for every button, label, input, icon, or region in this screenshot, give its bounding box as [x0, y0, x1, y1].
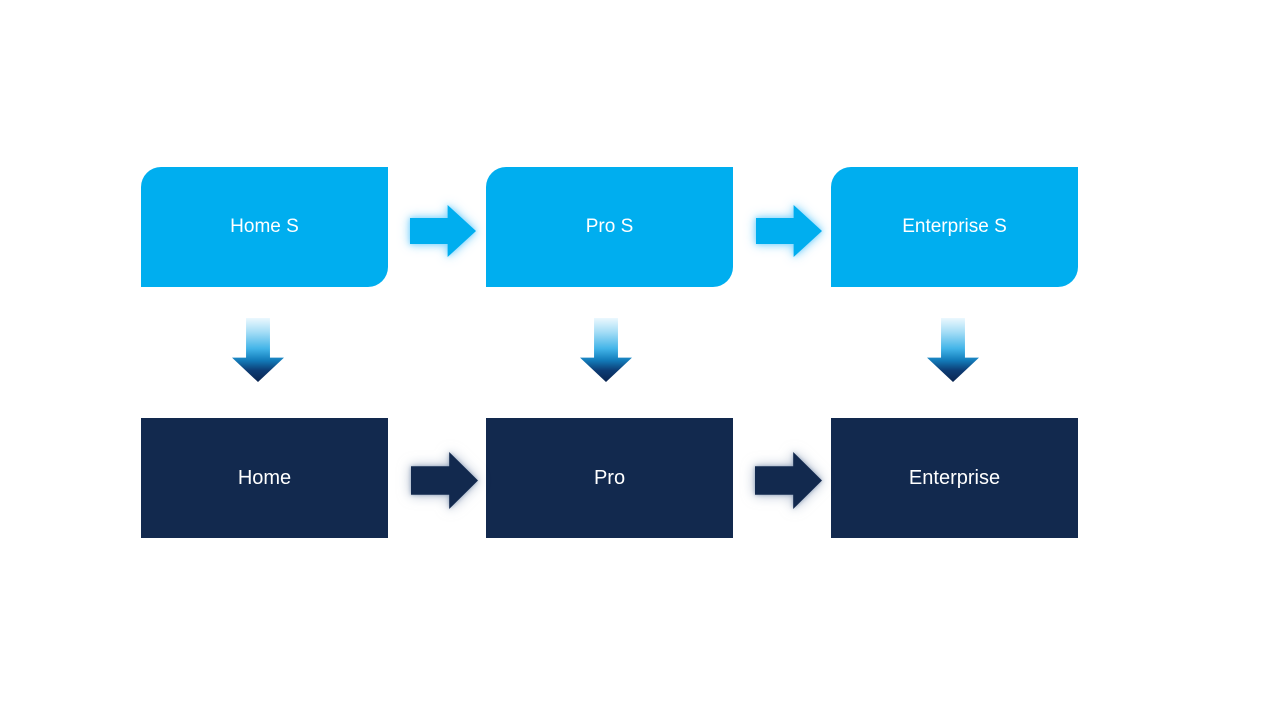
- down-arrow-icon-2: [580, 318, 632, 382]
- right-arrow-icon-top-2: [756, 205, 822, 257]
- top-box-pro-s-label: Pro S: [585, 216, 634, 237]
- bottom-box-pro-label: Pro: [593, 466, 626, 489]
- right-arrow-shape: [410, 205, 476, 257]
- bottom-box-home-label: Home: [237, 466, 292, 489]
- right-arrow-shape: [755, 452, 822, 509]
- right-arrow-shape: [756, 205, 822, 257]
- top-box-pro-s: Pro S: [486, 167, 733, 287]
- right-arrow-icon-bottom-2: [755, 452, 822, 509]
- bottom-box-pro: Pro: [486, 418, 733, 538]
- right-arrow-icon-top-1: [410, 205, 476, 257]
- right-arrow-icon-bottom-1: [411, 452, 478, 509]
- down-arrow-icon-3: [927, 318, 979, 382]
- top-box-home-s: Home S: [141, 167, 388, 287]
- bottom-box-enterprise-label: Enterprise: [908, 466, 1001, 489]
- top-box-enterprise-s: Enterprise S: [831, 167, 1078, 287]
- bottom-box-enterprise: Enterprise: [831, 418, 1078, 538]
- bottom-box-home: Home: [141, 418, 388, 538]
- top-box-home-s-label: Home S: [230, 216, 299, 237]
- top-box-enterprise-s-label: Enterprise S: [902, 216, 1007, 237]
- right-arrow-shape: [411, 452, 478, 509]
- down-arrow-icon-1: [232, 318, 284, 382]
